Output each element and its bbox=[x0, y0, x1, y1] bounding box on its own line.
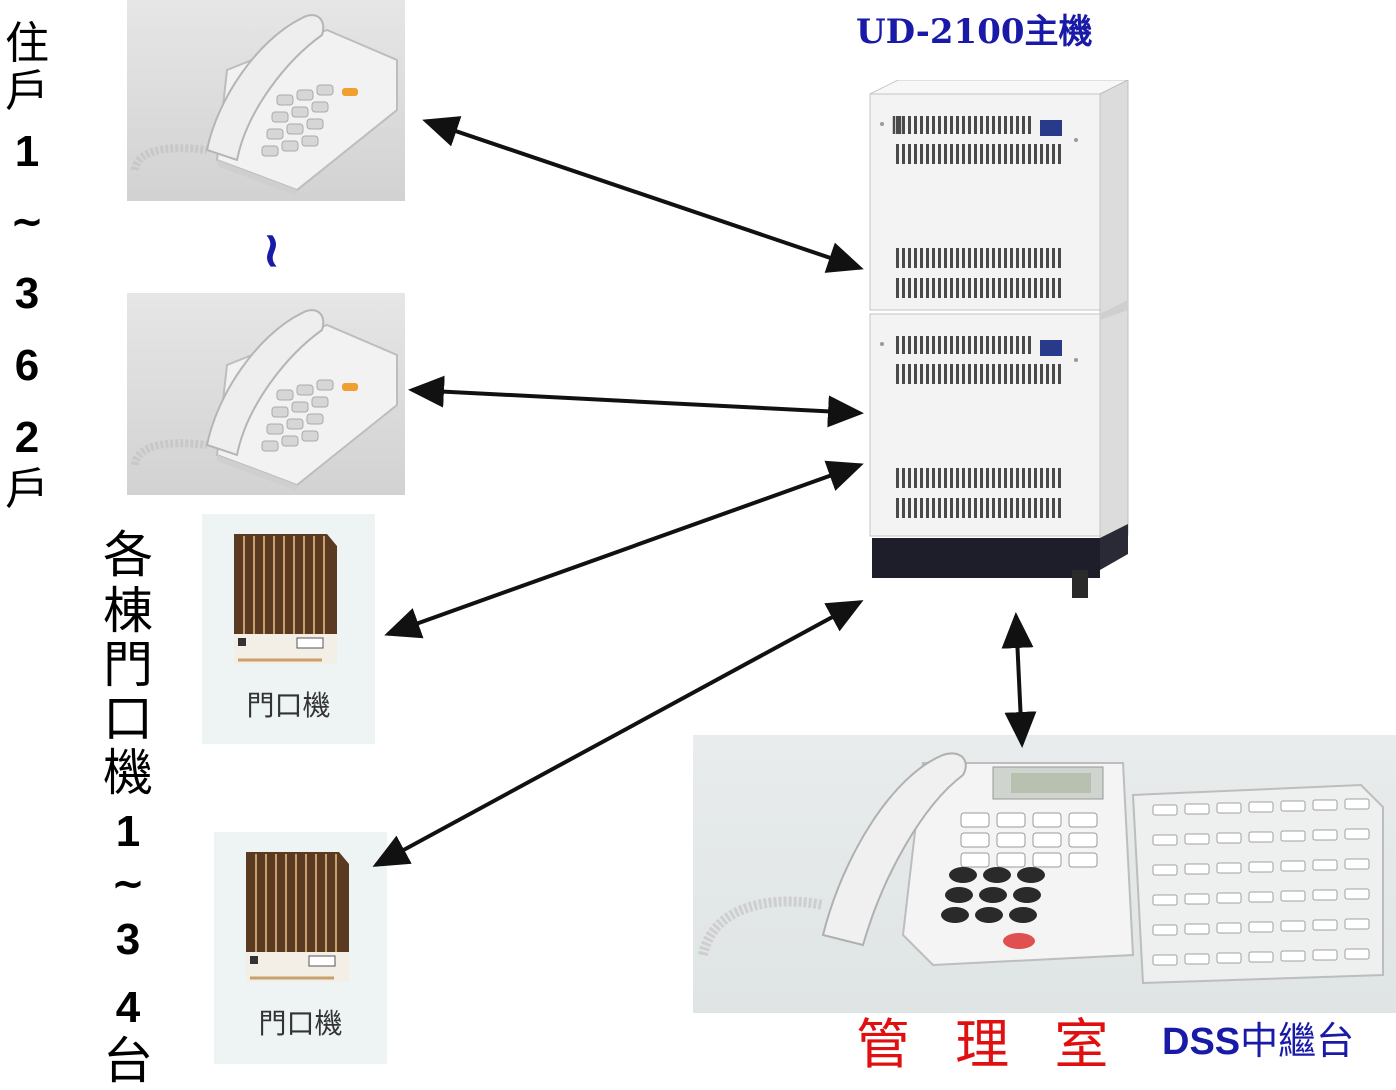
arrow-phone2-pbx bbox=[412, 390, 860, 413]
arrow-door2-pbx bbox=[376, 602, 860, 865]
connection-arrows bbox=[0, 0, 1396, 1064]
arrow-door1-pbx bbox=[388, 465, 860, 634]
arrow-pbx-console bbox=[1016, 616, 1022, 744]
arrow-phone1-pbx bbox=[426, 121, 860, 268]
